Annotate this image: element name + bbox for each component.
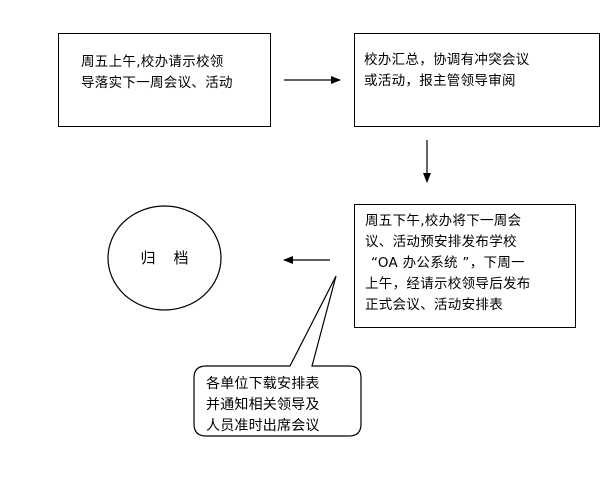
archive-ellipse: [107, 205, 222, 311]
step1-text-line1: 周五上午,校办请示校领: [81, 54, 224, 70]
callout-bubble: [193, 275, 362, 437]
step1-box: 周五上午,校办请示校领 导落实下一周会议、活动: [58, 33, 271, 127]
step3-text-line5: 正式会议、活动安排表: [365, 297, 503, 313]
step2-text-line1: 校办汇总，协调有冲突会议: [364, 52, 530, 68]
step3-text-line4: 上午，经请示校领导后发布: [365, 276, 531, 292]
callout-text-line3: 人员准时出席会议: [206, 418, 320, 434]
step1-text-line2: 导落实下一周会议、活动: [81, 75, 233, 91]
step2-text-line2: 或活动，报主管领导审阅: [364, 73, 516, 89]
callout-text-line2: 并通知相关领导及: [206, 397, 320, 413]
archive-label: 归档: [140, 249, 207, 267]
callout-text-line1: 各单位下载安排表: [206, 376, 320, 392]
step3-text-line1: 周五下午,校办将下一周会: [365, 213, 522, 229]
step3-text-line2: 议、活动预安排发布学校: [365, 234, 517, 250]
step3-text-line3: “OA 办公系统 ”，下周一: [371, 255, 525, 271]
step3-box: 周五下午,校办将下一周会 议、活动预安排发布学校 “OA 办公系统 ”，下周一 …: [354, 204, 576, 328]
callout-text: 各单位下载安排表 并通知相关领导及 人员准时出席会议: [206, 374, 320, 437]
step2-box: 校办汇总，协调有冲突会议 或活动，报主管领导审阅: [354, 33, 600, 127]
